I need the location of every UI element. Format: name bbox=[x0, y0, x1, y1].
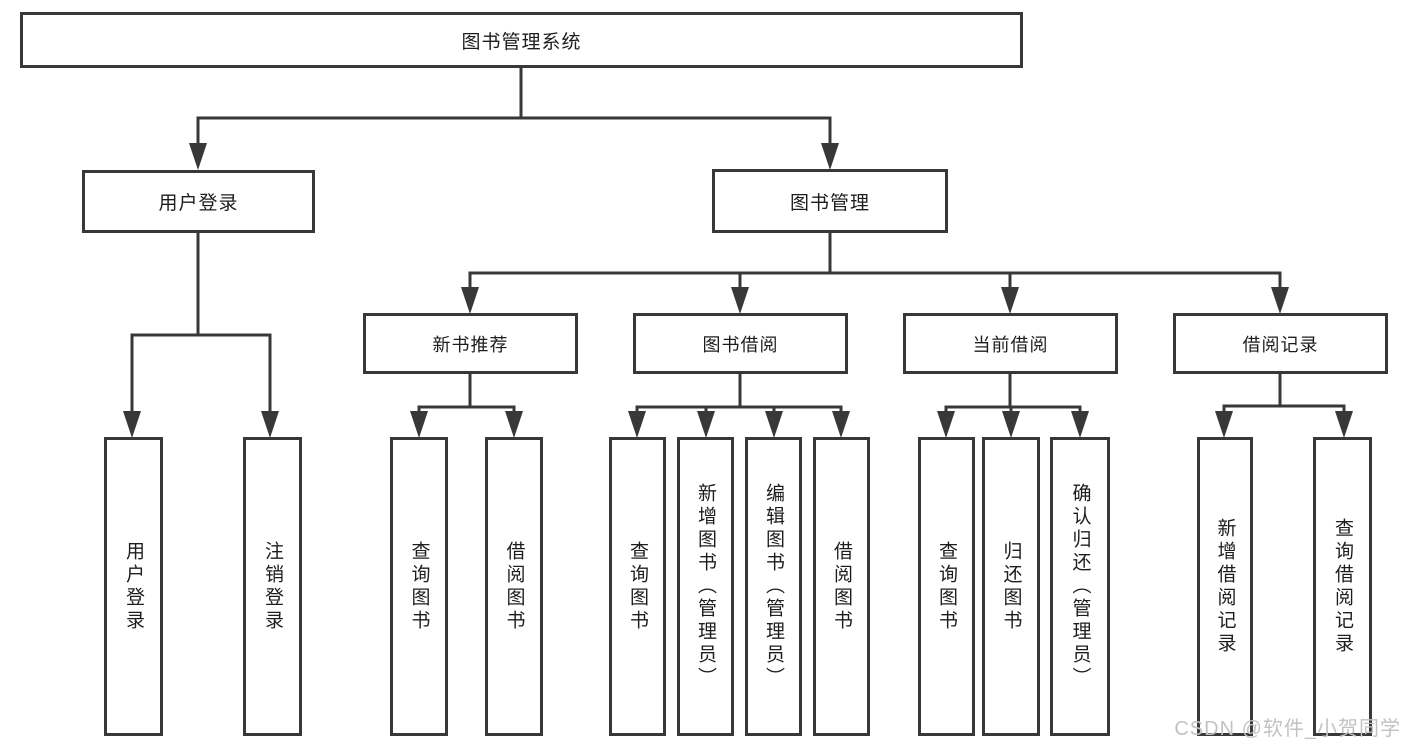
leaf-logout: 注销登录 bbox=[243, 437, 302, 736]
leaf-current-query-books-label: 查询图书 bbox=[936, 540, 957, 633]
node-user-login-label: 用户登录 bbox=[158, 193, 239, 214]
leaf-borrow-query-books: 查询图书 bbox=[609, 437, 666, 736]
node-root-system-label: 图书管理系统 bbox=[461, 31, 582, 53]
leaf-current-confirm-return-admin-label: 确认归还（管理员） bbox=[1069, 483, 1091, 690]
leaf-borrow-borrow-books: 借阅图书 bbox=[813, 437, 870, 736]
node-book-borrow-label: 图书借阅 bbox=[702, 334, 779, 355]
leaf-recommend-borrow-books-label: 借阅图书 bbox=[503, 540, 525, 633]
leaf-borrow-add-books-admin-label: 新增图书（管理员） bbox=[695, 483, 716, 690]
leaf-logout-label: 注销登录 bbox=[262, 540, 283, 633]
leaf-current-return-books-label: 归还图书 bbox=[1000, 540, 1022, 633]
node-book-management: 图书管理 bbox=[712, 169, 948, 233]
leaf-recommend-borrow-books: 借阅图书 bbox=[485, 437, 543, 736]
leaf-borrow-add-books-admin: 新增图书（管理员） bbox=[677, 437, 734, 736]
node-borrow-records: 借阅记录 bbox=[1173, 313, 1388, 374]
leaf-borrow-query-books-label: 查询图书 bbox=[627, 540, 648, 633]
node-book-management-label: 图书管理 bbox=[789, 192, 870, 214]
node-new-book-recommend-label: 新书推荐 bbox=[432, 334, 509, 355]
node-borrow-records-label: 借阅记录 bbox=[1242, 334, 1319, 355]
node-root-system: 图书管理系统 bbox=[20, 12, 1023, 68]
leaf-borrow-borrow-books-label: 借阅图书 bbox=[831, 540, 852, 633]
leaf-current-return-books: 归还图书 bbox=[982, 437, 1040, 736]
node-current-borrow-label: 当前借阅 bbox=[972, 334, 1049, 355]
leaf-current-query-books: 查询图书 bbox=[918, 437, 975, 736]
node-user-login: 用户登录 bbox=[82, 170, 315, 233]
leaf-records-add-record-label: 新增借阅记录 bbox=[1214, 517, 1236, 656]
node-book-borrow: 图书借阅 bbox=[633, 313, 848, 374]
leaf-user-login: 用户登录 bbox=[104, 437, 163, 736]
leaf-records-query-record: 查询借阅记录 bbox=[1313, 437, 1372, 736]
node-current-borrow: 当前借阅 bbox=[903, 313, 1118, 374]
leaf-borrow-edit-books-admin: 编辑图书（管理员） bbox=[745, 437, 802, 736]
node-new-book-recommend: 新书推荐 bbox=[363, 313, 578, 374]
leaf-user-login-label: 用户登录 bbox=[123, 540, 144, 633]
leaf-records-add-record: 新增借阅记录 bbox=[1197, 437, 1253, 736]
leaf-borrow-edit-books-admin-label: 编辑图书（管理员） bbox=[763, 483, 784, 690]
leaf-current-confirm-return-admin: 确认归还（管理员） bbox=[1050, 437, 1110, 736]
csdn-watermark: CSDN @软件_小贺同学 bbox=[1174, 718, 1401, 740]
leaf-recommend-query-books-label: 查询图书 bbox=[408, 540, 430, 633]
leaf-recommend-query-books: 查询图书 bbox=[390, 437, 448, 736]
leaf-records-query-record-label: 查询借阅记录 bbox=[1332, 517, 1353, 656]
